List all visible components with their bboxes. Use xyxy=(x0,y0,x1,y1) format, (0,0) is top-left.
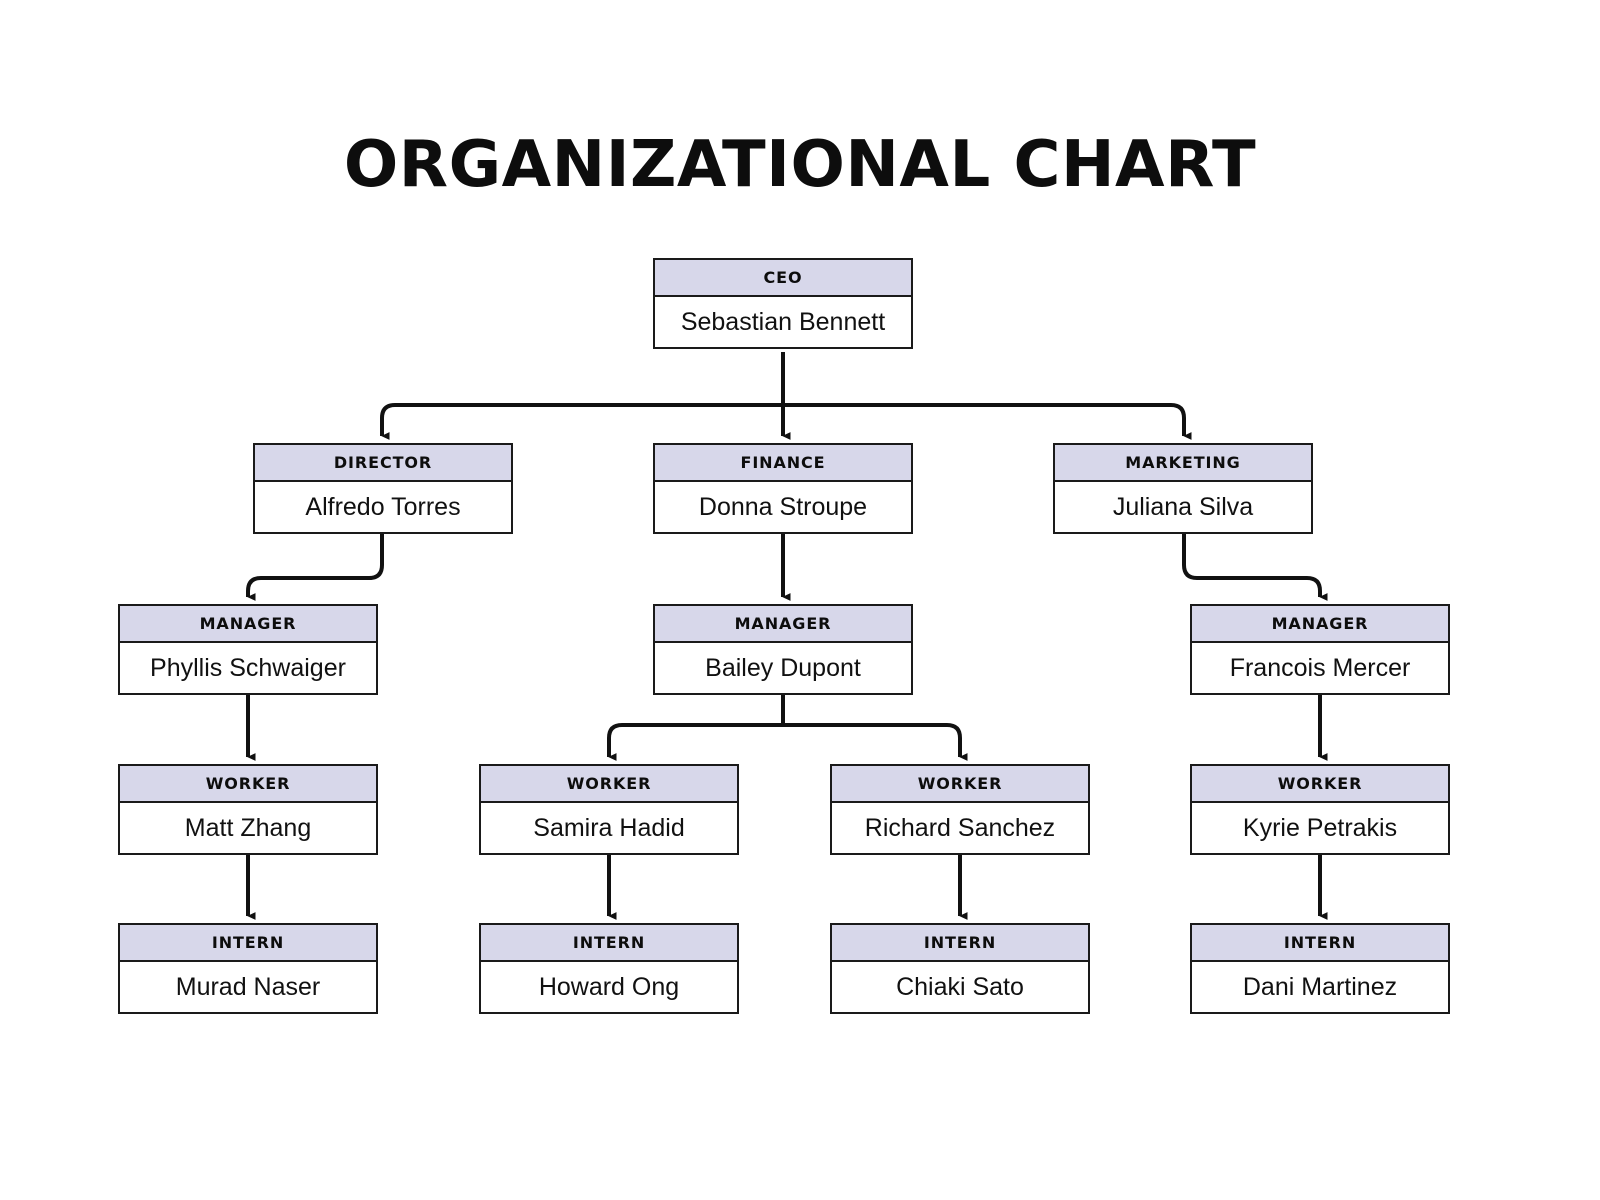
node-person-name: Matt Zhang xyxy=(120,803,376,853)
node-manager-2[interactable]: MANAGER Bailey Dupont xyxy=(653,604,913,695)
node-role-label: MANAGER xyxy=(1192,606,1448,643)
node-person-name: Dani Martinez xyxy=(1192,962,1448,1012)
node-role-label: FINANCE xyxy=(655,445,911,482)
node-person-name: Murad Naser xyxy=(120,962,376,1012)
node-person-name: Phyllis Schwaiger xyxy=(120,643,376,693)
node-director[interactable]: DIRECTOR Alfredo Torres xyxy=(253,443,513,534)
node-intern-2[interactable]: INTERN Howard Ong xyxy=(479,923,739,1014)
node-manager-1[interactable]: MANAGER Phyllis Schwaiger xyxy=(118,604,378,695)
node-person-name: Francois Mercer xyxy=(1192,643,1448,693)
node-role-label: INTERN xyxy=(1192,925,1448,962)
node-person-name: Donna Stroupe xyxy=(655,482,911,532)
node-role-label: WORKER xyxy=(832,766,1088,803)
node-role-label: MANAGER xyxy=(655,606,911,643)
node-worker-2[interactable]: WORKER Samira Hadid xyxy=(479,764,739,855)
node-role-label: WORKER xyxy=(120,766,376,803)
edge-manager2-worker3 xyxy=(783,723,968,761)
node-role-label: CEO xyxy=(655,260,911,297)
node-person-name: Bailey Dupont xyxy=(655,643,911,693)
node-person-name: Sebastian Bennett xyxy=(655,297,911,347)
edge-manager2-worker2 xyxy=(607,723,783,761)
node-worker-3[interactable]: WORKER Richard Sanchez xyxy=(830,764,1090,855)
node-role-label: WORKER xyxy=(481,766,737,803)
node-person-name: Juliana Silva xyxy=(1055,482,1311,532)
node-role-label: WORKER xyxy=(1192,766,1448,803)
node-person-name: Chiaki Sato xyxy=(832,962,1088,1012)
node-role-label: INTERN xyxy=(832,925,1088,962)
node-intern-4[interactable]: INTERN Dani Martinez xyxy=(1190,923,1450,1014)
node-ceo[interactable]: CEO Sebastian Bennett xyxy=(653,258,913,349)
node-person-name: Richard Sanchez xyxy=(832,803,1088,853)
page-title: ORGANIZATIONAL CHART xyxy=(343,128,1257,202)
node-finance[interactable]: FINANCE Donna Stroupe xyxy=(653,443,913,534)
node-intern-1[interactable]: INTERN Murad Naser xyxy=(118,923,378,1014)
node-manager-3[interactable]: MANAGER Francois Mercer xyxy=(1190,604,1450,695)
node-person-name: Kyrie Petrakis xyxy=(1192,803,1448,853)
node-role-label: MANAGER xyxy=(120,606,376,643)
node-role-label: MARKETING xyxy=(1055,445,1311,482)
edge-director-manager1 xyxy=(246,530,384,601)
node-marketing[interactable]: MARKETING Juliana Silva xyxy=(1053,443,1313,534)
node-role-label: INTERN xyxy=(481,925,737,962)
node-person-name: Alfredo Torres xyxy=(255,482,511,532)
node-worker-1[interactable]: WORKER Matt Zhang xyxy=(118,764,378,855)
edge-marketing-manager3 xyxy=(1182,530,1328,601)
node-role-label: DIRECTOR xyxy=(255,445,511,482)
node-person-name: Samira Hadid xyxy=(481,803,737,853)
edge-ceo-director xyxy=(380,403,783,440)
node-person-name: Howard Ong xyxy=(481,962,737,1012)
node-worker-4[interactable]: WORKER Kyrie Petrakis xyxy=(1190,764,1450,855)
node-intern-3[interactable]: INTERN Chiaki Sato xyxy=(830,923,1090,1014)
node-role-label: INTERN xyxy=(120,925,376,962)
edge-ceo-marketing xyxy=(783,403,1192,440)
